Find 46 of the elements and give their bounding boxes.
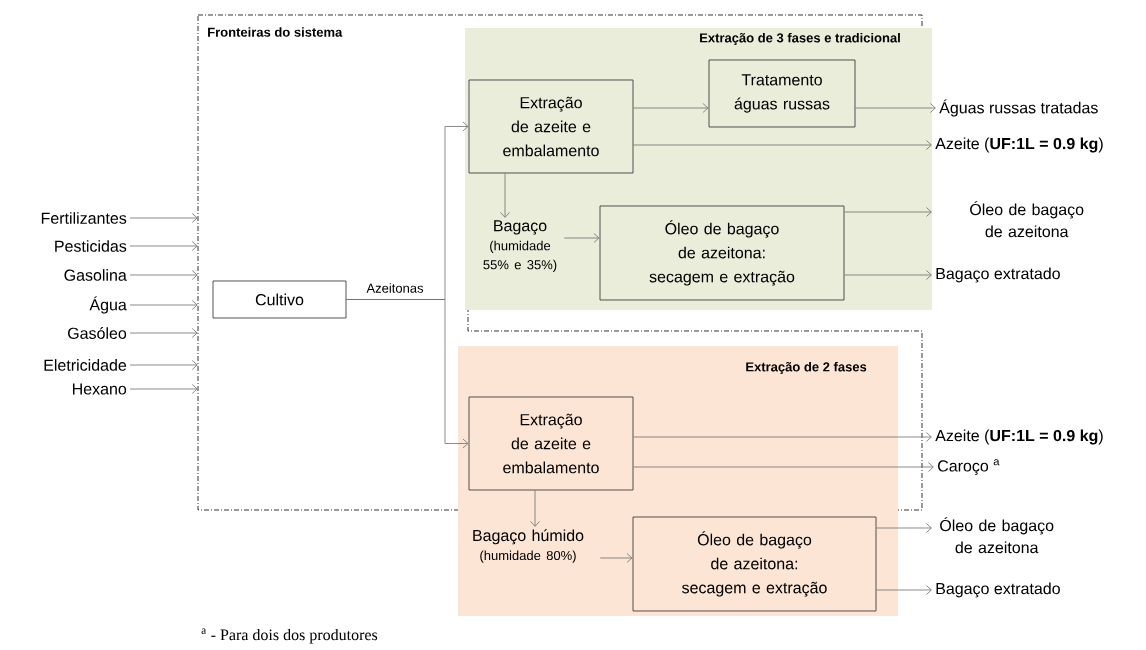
flow-label: Água: [89, 296, 127, 314]
arrow: [563, 233, 600, 243]
arrow: [129, 360, 198, 370]
process-box: Extração de azeite e embalamento: [468, 396, 634, 491]
flow-label: Bagaço húmido (humidade 80%): [473, 529, 584, 563]
arrow: [129, 328, 198, 338]
flow-label: Eletricidade: [44, 359, 127, 371]
flow-label: Azeite (UF:1L = 0.9 kg): [935, 137, 1103, 153]
process-box: Extração de azeite e embalamento: [468, 79, 634, 174]
arrow: [346, 299, 469, 449]
flow-label: Bagaço extratado: [936, 582, 1060, 598]
process-box: Tratamento águas russas: [708, 59, 856, 128]
flow-label: Gasóleo: [68, 327, 127, 339]
process-box: Óleo de bagaço de azeitona: secagem e extração: [632, 516, 877, 612]
arrow: [129, 241, 198, 251]
arrow: [599, 553, 633, 563]
flow-label: Óleo de bagaço de azeitona: [970, 201, 1084, 238]
arrow: [129, 270, 198, 280]
arrow: [500, 173, 510, 218]
flow-label: Gasolina: [64, 269, 127, 281]
arrow: [633, 103, 709, 113]
flow-label: Hexano: [73, 383, 127, 395]
flow-label: Azeite (UF:1L = 0.9 kg): [935, 429, 1103, 445]
flow-label: Bagaço (humidade 55% e 35%): [483, 220, 557, 272]
process-box: Cultivo: [212, 280, 347, 319]
flow-label: Pesticidas: [55, 240, 127, 252]
arrow: [633, 140, 932, 150]
footnote: $^{a}$ - Para dois dos produtores: [201, 628, 378, 644]
arrow: [129, 384, 198, 394]
arrow: [129, 213, 198, 223]
arrow: [530, 490, 540, 527]
arrow: [855, 103, 936, 113]
flow-label: Fertilizantes: [41, 212, 127, 224]
flow-label: Águas russas tratadas: [939, 99, 1098, 117]
process-box: Óleo de bagaço de azeitona: secagem e extração: [599, 205, 845, 301]
arrow: [844, 270, 932, 280]
edge-label: Azeitonas: [365, 282, 425, 294]
arrow: [633, 432, 932, 442]
arrow: [876, 585, 932, 595]
arrow: [129, 300, 198, 310]
arrow: [876, 523, 932, 533]
arrow: [633, 462, 934, 472]
arrow: [844, 207, 932, 217]
flow-label: Óleo de bagaço de azeitona: [940, 517, 1054, 554]
flow-label: Bagaço extratado: [936, 267, 1060, 283]
flow-label: Caroço $^{a}$: [938, 459, 1000, 475]
